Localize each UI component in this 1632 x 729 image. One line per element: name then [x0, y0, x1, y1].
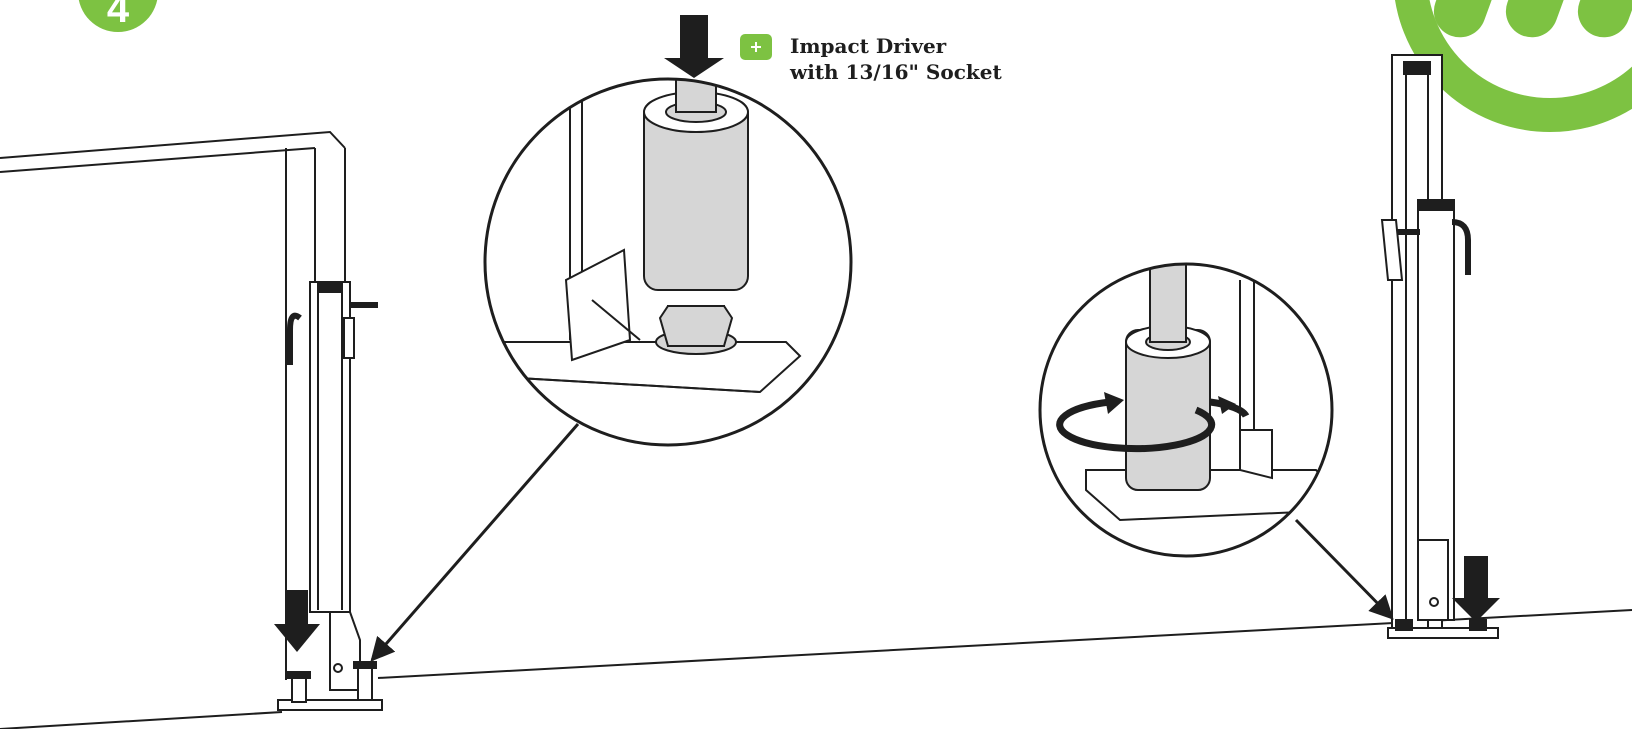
rotation-arrow-icon — [1056, 392, 1250, 453]
step-badge: 4 — [78, 0, 158, 32]
left-down-arrow — [274, 590, 320, 652]
leader-line-right — [1294, 518, 1394, 620]
brand-logo — [1395, 0, 1632, 132]
tool-callout: Impact Driver with 13/16" Socket — [740, 34, 1002, 84]
detail-circle-rotation — [1038, 262, 1334, 558]
leader-line-left — [370, 423, 580, 662]
right-down-arrow — [1452, 556, 1500, 622]
step-number: 4 — [107, 0, 130, 31]
detail-circle-socket — [483, 77, 853, 447]
tool-socket-size: with 13/16" Socket — [789, 60, 1002, 84]
right-post — [1380, 54, 1499, 639]
top-down-arrow — [664, 15, 724, 78]
gate-panel — [0, 130, 346, 680]
tool-name: Impact Driver — [790, 34, 947, 58]
left-post — [277, 281, 383, 711]
